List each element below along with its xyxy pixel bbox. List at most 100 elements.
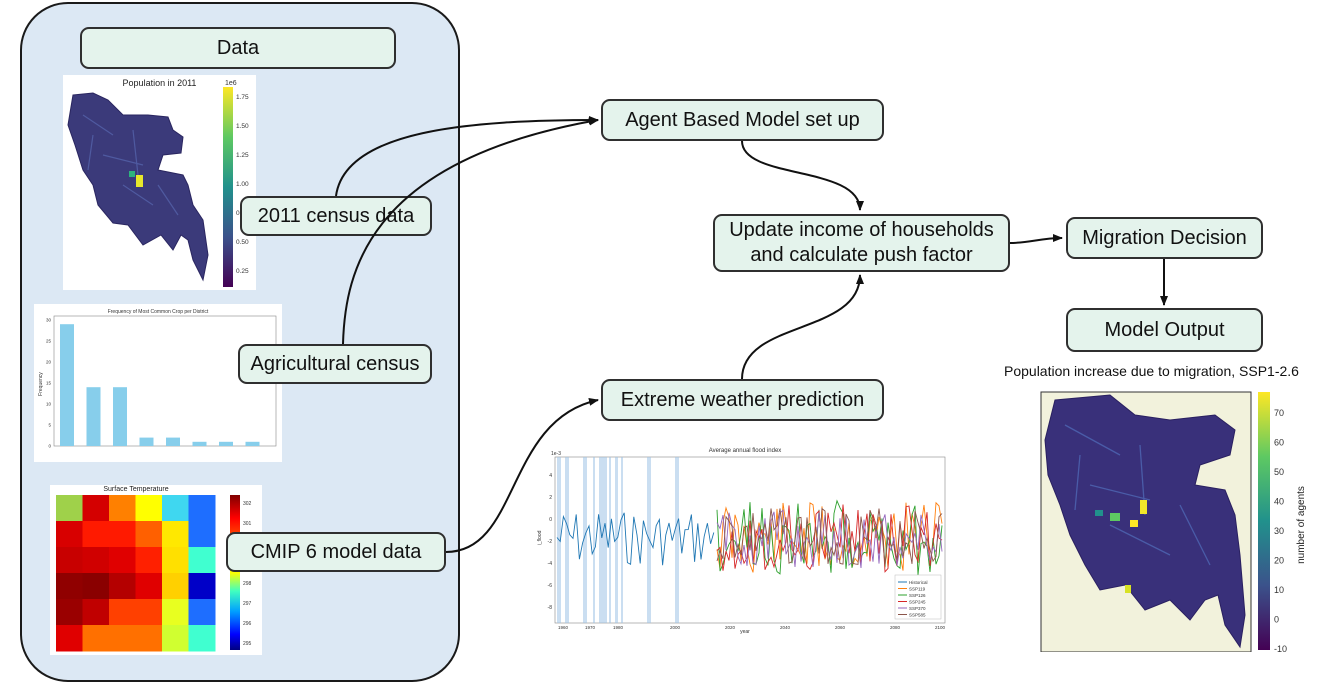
- flood-xtick: 2000: [670, 625, 681, 630]
- output-map-title: Population increase due to migration, SS…: [1004, 363, 1299, 379]
- temp-cell: [82, 521, 110, 548]
- flood-legend-label: SSP585: [909, 613, 926, 618]
- output-bangladesh-shape: [1044, 394, 1246, 649]
- flood-band: [565, 457, 569, 623]
- temp-colorbar-tick: 295: [243, 641, 252, 647]
- flood-chart-svg: Average annual flood index 1e-3 i_flood …: [537, 448, 946, 635]
- output-colorbar-tick: 60: [1274, 438, 1284, 448]
- population-colorbar-tick: 1.75: [236, 94, 249, 101]
- crop-chart-ytick: 5: [48, 423, 51, 428]
- temp-cell: [162, 495, 189, 522]
- cmip6-node: CMIP 6 model data: [226, 532, 446, 572]
- temp-cell: [56, 547, 83, 574]
- output-colorbar: [1258, 392, 1270, 650]
- crop-chart-ylabel: Frequency: [38, 372, 44, 396]
- flood-yticks: 420-2-4-6-8: [548, 473, 553, 611]
- flood-legend-label: SSP245: [909, 600, 926, 605]
- flood-ytick: 4: [549, 473, 552, 479]
- flood-series-ssp585: [716, 507, 943, 565]
- temp-cell: [82, 495, 110, 522]
- flood-chart-xlabel: year: [740, 629, 750, 635]
- flood-legend-label: SSP370: [909, 606, 926, 611]
- temp-cell: [162, 599, 189, 626]
- flood-band: [675, 457, 679, 623]
- crop-bar: [245, 441, 260, 446]
- flood-band: [621, 457, 623, 623]
- crop-chart-svg: Frequency of Most Common Crop per Distri…: [38, 309, 277, 449]
- crop-chart-ytick: 30: [46, 318, 52, 323]
- temp-cell: [162, 521, 189, 548]
- output-colorbar-tick: 30: [1274, 526, 1284, 536]
- flood-series-lines: [556, 499, 943, 576]
- temp-cell: [109, 495, 136, 522]
- population-colorbar: [223, 87, 233, 287]
- output-colorbar-tick: 50: [1274, 467, 1284, 477]
- crop-bar: [113, 387, 127, 446]
- temp-colorbar-ticks: 302301300299298297296295: [243, 501, 252, 647]
- flood-band: [599, 457, 607, 623]
- temp-cell: [109, 573, 136, 600]
- temp-cell: [188, 625, 216, 652]
- temp-cell: [82, 625, 110, 652]
- flood-band: [609, 457, 611, 623]
- crop-chart-figure: Frequency of Most Common Crop per Distri…: [34, 304, 282, 462]
- flood-ytick: -6: [548, 583, 553, 589]
- flood-chart-title: Average annual flood index: [709, 448, 782, 454]
- temp-cell: [56, 521, 83, 548]
- population-map-svg: 1e6 1.751.501.251.000.750.500.25: [67, 80, 249, 287]
- temp-cell: [109, 521, 136, 548]
- temp-cell: [135, 521, 163, 548]
- flood-series-ssp245: [716, 504, 943, 573]
- temp-cell: [162, 547, 189, 574]
- crop-bar: [192, 441, 207, 446]
- flood-legend-label: SSP119: [909, 587, 926, 592]
- temp-cell: [135, 547, 163, 574]
- flood-xtick: 2020: [725, 625, 736, 630]
- temp-map-title: Surface Temperature: [103, 486, 169, 493]
- dhaka-highlight: [136, 175, 143, 187]
- temp-cell: [109, 547, 136, 574]
- population-colorbar-tick: 1.25: [236, 152, 249, 159]
- crop-bar: [139, 437, 154, 446]
- temp-cell: [109, 599, 136, 626]
- temp-map-svg: 302301300299298297296295: [56, 495, 252, 652]
- temp-colorbar-tick: 298: [243, 581, 252, 587]
- output-colorbar-tick: -10: [1274, 644, 1287, 652]
- census-2011-node: 2011 census data: [240, 196, 432, 236]
- flood-band: [615, 457, 618, 623]
- flood-xtick: 2080: [890, 625, 901, 630]
- temp-cell: [82, 599, 110, 626]
- temp-colorbar-tick: 296: [243, 621, 252, 627]
- temp-cell: [188, 521, 216, 548]
- flood-chart-exponent: 1e-3: [551, 451, 561, 457]
- update-income-node: Update income of households and calculat…: [713, 214, 1010, 272]
- output-colorbar-tick: 70: [1274, 408, 1284, 418]
- flood-ytick: -8: [548, 605, 553, 611]
- flood-series-historical: [556, 512, 715, 566]
- flood-xtick: 2040: [780, 625, 791, 630]
- abm-setup-node: Agent Based Model set up: [601, 99, 884, 141]
- temp-cell: [109, 625, 136, 652]
- flood-ytick: 2: [549, 495, 552, 501]
- migration-decision-node: Migration Decision: [1066, 217, 1263, 259]
- arrow-weather-to-update: [741, 274, 864, 380]
- temp-map-figure: Surface Temperature 30230130029929829729…: [50, 485, 262, 655]
- crop-chart-ytick: 25: [46, 339, 52, 344]
- temp-colorbar-tick: 301: [243, 521, 252, 527]
- output-colorbar-tick: 20: [1274, 556, 1284, 566]
- temp-colorbar: [230, 495, 240, 650]
- temp-cell: [56, 599, 83, 626]
- flood-xtick: 2060: [835, 625, 846, 630]
- crop-bar: [166, 437, 180, 446]
- data-header: Data: [80, 27, 396, 69]
- temp-cell: [135, 495, 163, 522]
- crop-chart-ytick: 20: [46, 360, 52, 365]
- crop-chart-ytick: 10: [46, 402, 52, 407]
- temp-cell: [56, 495, 83, 522]
